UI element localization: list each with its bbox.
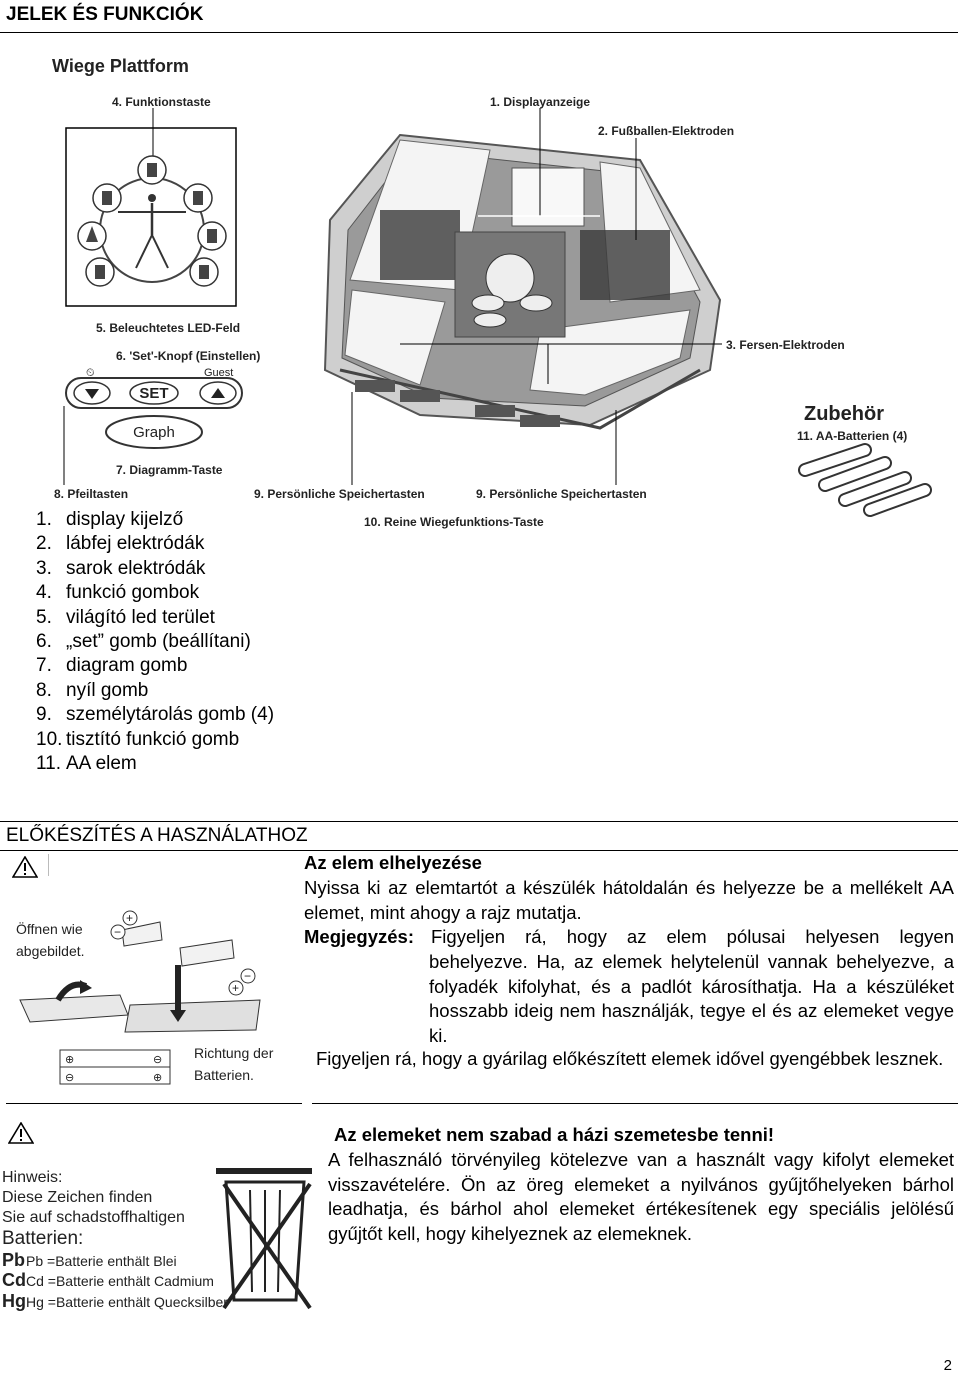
svg-text:Hinweis:: Hinweis:	[2, 1169, 62, 1186]
crossed-bin-icon	[216, 1168, 312, 1310]
list-item: 9.személytárolás gomb (4)	[36, 704, 275, 726]
svg-text:Hg: Hg	[2, 1291, 26, 1311]
hint-text: Hinweis: Diese Zeichen finden Sie auf sc…	[2, 1169, 228, 1311]
parts-list: 1.display kijelző 2.lábfej elektródák 3.…	[36, 508, 274, 776]
set-button-label: SET	[139, 385, 168, 402]
list-item: 3.sarok elektródák	[36, 557, 206, 579]
label-6: 6. 'Set'-Knopf (Einstellen)	[116, 349, 260, 363]
label-5: 5. Beleuchtetes LED-Feld	[96, 321, 240, 335]
aa-batteries-illustration	[798, 443, 932, 517]
guest-label: Guest	[204, 367, 233, 379]
svg-text:⊕: ⊕	[153, 1072, 162, 1084]
label-8: 8. Pfeiltasten	[54, 487, 128, 501]
accessory-item: 11. AA-Batterien (4)	[797, 429, 907, 443]
divider	[48, 854, 49, 876]
disposal-illustration: Hinweis: Diese Zeichen finden Sie auf sc…	[2, 1168, 312, 1311]
list-item: 7.diagram gomb	[36, 655, 188, 677]
label-2: 2. Fußballen-Elektroden	[598, 124, 734, 138]
list-item: 8.nyíl gomb	[36, 679, 149, 701]
note-label: Megjegyzés:	[304, 926, 415, 947]
label-3: 3. Fersen-Elektroden	[726, 338, 845, 352]
list-item: 6.„set” gomb (beállítani)	[36, 631, 251, 653]
divider	[6, 1103, 302, 1104]
warning-icon	[12, 856, 38, 878]
section-title: ELŐKÉSZÍTÉS A HASZNÁLATHOZ	[6, 825, 308, 846]
display-panel	[511, 167, 585, 227]
battery-heading: Az elem elhelyezése	[304, 852, 482, 873]
list-item: 11.AA elem	[36, 753, 137, 775]
battery-paragraph: Nyissa ki az elemtartót a készülék hátol…	[304, 877, 954, 923]
label-9-left: 9. Persönliche Speichertasten	[254, 487, 425, 501]
battery-direction-label: Richtung der Batterien.	[194, 1045, 277, 1083]
label-7: 7. Diagramm-Taste	[116, 463, 223, 477]
up-arrow-icon	[211, 388, 225, 398]
svg-text:Pb =Batterie enthält Blei: Pb =Batterie enthält Blei	[26, 1253, 177, 1269]
battery-age-paragraph: Figyeljen rá, hogy a gyárilag előkészíte…	[316, 1048, 944, 1069]
note-first-line: Figyeljen rá, hogy az elem pólusai helye…	[431, 926, 954, 947]
svg-text:−: −	[114, 925, 121, 939]
label-10: 10. Reine Wiegefunktions-Taste	[364, 515, 544, 529]
disposal-heading: Az elemeket nem szabad a házi szemetesbe…	[334, 1124, 775, 1145]
graph-button-label: Graph	[133, 424, 175, 441]
list-item: 5.világító led terület	[36, 606, 215, 628]
label-4: 4. Funktionstaste	[112, 95, 211, 109]
scale-body	[323, 133, 722, 430]
figure-title: Wiege Plattform	[52, 56, 189, 76]
note-text: behelyezve. Ha, az elemek helytelenül va…	[429, 951, 954, 1046]
list-item: 10.tisztító funkció gomb	[36, 728, 240, 750]
open-as-shown-label: Öffnen wie abgebildet.	[16, 920, 87, 959]
svg-text:⊖: ⊖	[65, 1072, 74, 1084]
function-icons	[77, 155, 227, 287]
svg-text:⊕: ⊕	[65, 1054, 74, 1066]
down-arrow-icon	[85, 389, 99, 399]
svg-text:Cd: Cd	[2, 1270, 26, 1290]
list-item: 4.funkció gombok	[36, 582, 200, 604]
label-1: 1. Displayanzeige	[490, 95, 590, 109]
svg-text:Pb: Pb	[2, 1250, 25, 1270]
page-number: 2	[943, 1357, 952, 1374]
disposal-paragraph: A felhasználó törvényileg kötelezve van …	[328, 1149, 954, 1244]
page-header-title: JELEK ÉS FUNKCIÓK	[6, 4, 204, 25]
svg-text:Batterien:: Batterien:	[2, 1228, 83, 1249]
warning-icon	[8, 1122, 34, 1144]
svg-text:Cd =Batterie enthält Cadmium: Cd =Batterie enthält Cadmium	[26, 1273, 214, 1289]
label-9-right: 9. Persönliche Speichertasten	[476, 487, 647, 501]
person-icon	[118, 194, 186, 269]
graph-button	[105, 415, 203, 449]
divider	[312, 1103, 958, 1104]
list-item: 2.lábfej elektródák	[36, 533, 205, 555]
svg-text:Hg =Batterie enthält Quecksilb: Hg =Batterie enthält Quecksilber	[26, 1294, 228, 1310]
section-divider-bottom	[0, 850, 958, 851]
note-line: Megjegyzés: Figyeljen rá, hogy az elem p…	[304, 925, 954, 950]
list-item: 1.display kijelző	[36, 509, 184, 530]
svg-text:⊖: ⊖	[153, 1054, 162, 1066]
section-divider-top	[0, 821, 958, 822]
svg-text:Diese Zeichen finden: Diese Zeichen finden	[2, 1189, 152, 1206]
accessory-title: Zubehör	[804, 403, 884, 425]
battery-compartment-drawing: + − − + ⊕ ⊖ ⊖ ⊕	[19, 910, 261, 1085]
svg-text:+: +	[232, 981, 239, 995]
battery-insertion-illustration: Öffnen wie abgebildet. + − − + ⊕ ⊖ ⊖ ⊕ Ric…	[16, 910, 277, 1085]
header-divider	[0, 32, 958, 33]
svg-text:Sie auf schadstoffhaltigen: Sie auf schadstoffhaltigen	[2, 1209, 185, 1226]
icon-panel-frame	[65, 127, 237, 307]
svg-text:+: +	[126, 911, 133, 925]
scale-diagram: Wiege Plattform 4. Funktionstaste 5. Bel…	[52, 56, 932, 529]
set-button	[129, 381, 179, 405]
svg-text:−: −	[244, 969, 251, 983]
clock-icon: ⏲	[86, 367, 95, 379]
